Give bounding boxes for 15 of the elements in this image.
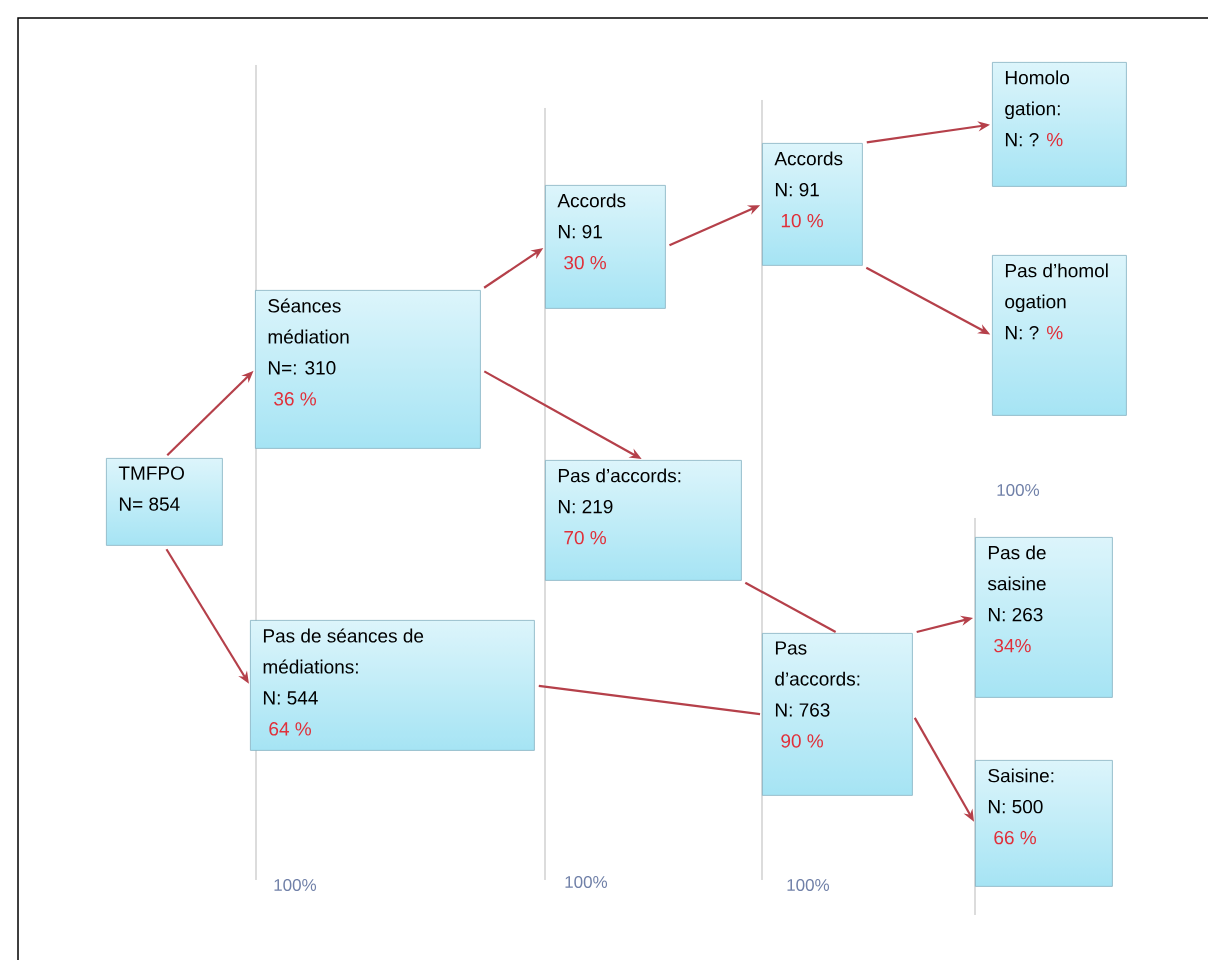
percent-label: 100% <box>997 484 1040 496</box>
process-box: Accords N: 91 10 % <box>762 143 863 266</box>
process-box: Pas de saisine N: 263 34% <box>975 537 1113 698</box>
process-box: Pas d’accords: N: 763 90 % <box>762 633 913 796</box>
process-box: Homolo gation: N: ? % <box>992 62 1127 187</box>
process-box: TMFPO N= 854 <box>106 458 223 546</box>
process-box: Accords N: 91 30 % <box>545 185 666 309</box>
percent-label: 100% <box>787 879 830 891</box>
process-box: Pas de séances de médiations: N: 544 64 % <box>250 620 535 751</box>
process-box: Saisine: N: 500 66 % <box>975 760 1113 887</box>
process-box: Pas d’homol ogation N: ? % <box>992 255 1127 416</box>
process-box: Pas d’accords: N: 219 70 % <box>545 460 742 581</box>
percent-label: 100% <box>274 879 317 891</box>
process-box: Séances médiation N=: 310 36 % <box>255 290 481 449</box>
percent-label: 100% <box>565 876 608 888</box>
